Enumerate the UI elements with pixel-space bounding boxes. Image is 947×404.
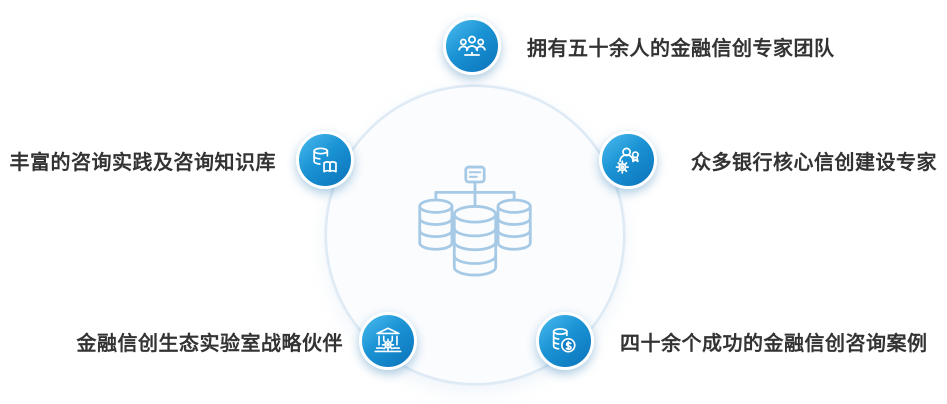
bank-gear-icon: [374, 327, 402, 353]
feature-item-knowledge: 丰富的咨询实践及咨询知识库: [9, 131, 354, 189]
team-badge: [443, 17, 501, 75]
expert-badge-icon: [615, 147, 639, 174]
cases-badge: [536, 312, 594, 370]
knowledge-badge: [296, 131, 354, 189]
team-icon: [458, 35, 486, 56]
expert-badge: [599, 131, 657, 189]
feature-label-knowledge: 丰富的咨询实践及咨询知识库: [9, 151, 276, 174]
feature-item-cases: 四十余个成功的金融信创咨询案例: [536, 312, 928, 370]
database-cluster-icon: [418, 165, 532, 277]
feature-label-lab-partner: 金融信创生态实验室战略伙伴: [76, 332, 343, 355]
lab-partner-badge: [359, 312, 417, 370]
coins-icon: [552, 328, 576, 353]
knowledge-base-icon: [313, 147, 337, 173]
feature-label-experts: 众多银行核心信创建设专家: [691, 151, 937, 174]
feature-item-team: 拥有五十余人的金融信创专家团队: [443, 17, 835, 75]
feature-item-lab-partner: 金融信创生态实验室战略伙伴: [76, 312, 417, 370]
feature-label-team: 拥有五十余人的金融信创专家团队: [527, 37, 835, 60]
feature-label-cases: 四十余个成功的金融信创咨询案例: [620, 332, 928, 355]
feature-item-experts: 众多银行核心信创建设专家: [599, 131, 937, 189]
